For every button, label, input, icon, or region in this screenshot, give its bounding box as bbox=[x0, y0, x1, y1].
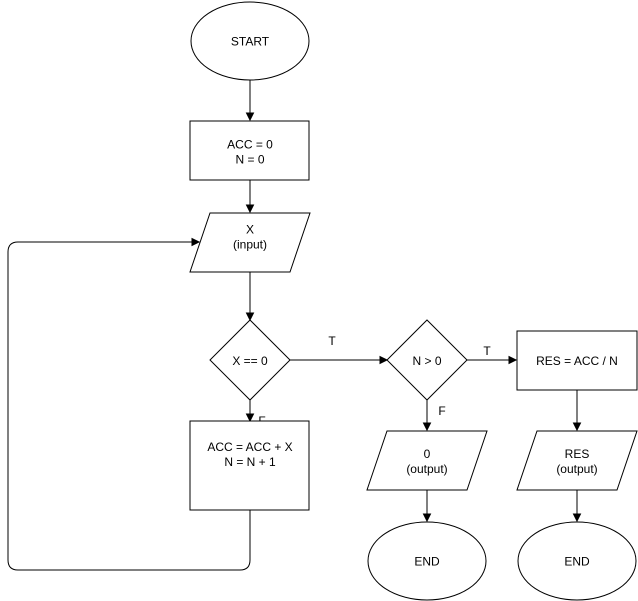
accumulate-label-line-1: ACC = ACC + X bbox=[207, 440, 292, 454]
input-x-label-line-2: (input) bbox=[233, 238, 267, 252]
compute-res-label: RES = ACC / N bbox=[536, 354, 618, 368]
accumulate-node: ACC = ACC + X N = N + 1 bbox=[189, 420, 310, 511]
check-x-label: X == 0 bbox=[232, 354, 268, 368]
check-n-true-label: T bbox=[483, 344, 491, 358]
output-zero-label-line-2: (output) bbox=[406, 462, 447, 476]
edge-check-x-false bbox=[245, 400, 255, 423]
edge-check-n-false bbox=[422, 400, 432, 432]
input-x-node: X (input) bbox=[189, 212, 311, 273]
end-right-label: END bbox=[564, 555, 590, 569]
init-label-line-1: ACC = 0 bbox=[227, 138, 273, 152]
accumulate-label-line-2: N = N + 1 bbox=[224, 455, 276, 469]
output-zero-label-line-1: 0 bbox=[424, 447, 431, 461]
init-node: ACC = 0 N = 0 bbox=[189, 120, 310, 181]
start-node: START bbox=[190, 1, 310, 81]
edge-loop-back-to-input bbox=[7, 237, 251, 571]
input-x-label-line-1: X bbox=[246, 223, 254, 237]
output-res-label-line-2: (output) bbox=[556, 462, 597, 476]
start-label: START bbox=[231, 35, 270, 49]
edge-check-n-true bbox=[467, 355, 518, 365]
edge-start-to-init bbox=[245, 80, 255, 122]
check-n-false-label: F bbox=[438, 404, 445, 418]
edge-output-zero-to-end bbox=[422, 490, 432, 523]
end-right-node: END bbox=[517, 521, 637, 601]
output-res-label-line-1: RES bbox=[565, 447, 590, 461]
edge-check-x-true bbox=[290, 355, 389, 365]
check-x-decision: X == 0 bbox=[209, 319, 291, 401]
compute-res-node: RES = ACC / N bbox=[516, 330, 638, 391]
edge-compute-res-to-output bbox=[572, 390, 582, 432]
check-n-label: N > 0 bbox=[412, 354, 441, 368]
edge-input-to-check-x bbox=[245, 272, 255, 322]
edge-output-res-to-end bbox=[572, 490, 582, 523]
end-left-label: END bbox=[414, 555, 440, 569]
edge-init-to-input bbox=[245, 180, 255, 214]
output-zero-node: 0 (output) bbox=[366, 430, 488, 491]
end-left-node: END bbox=[367, 521, 487, 601]
check-n-decision: N > 0 bbox=[386, 319, 468, 401]
check-x-true-label: T bbox=[328, 334, 336, 348]
output-res-node: RES (output) bbox=[516, 430, 638, 491]
init-label-line-2: N = 0 bbox=[235, 153, 264, 167]
